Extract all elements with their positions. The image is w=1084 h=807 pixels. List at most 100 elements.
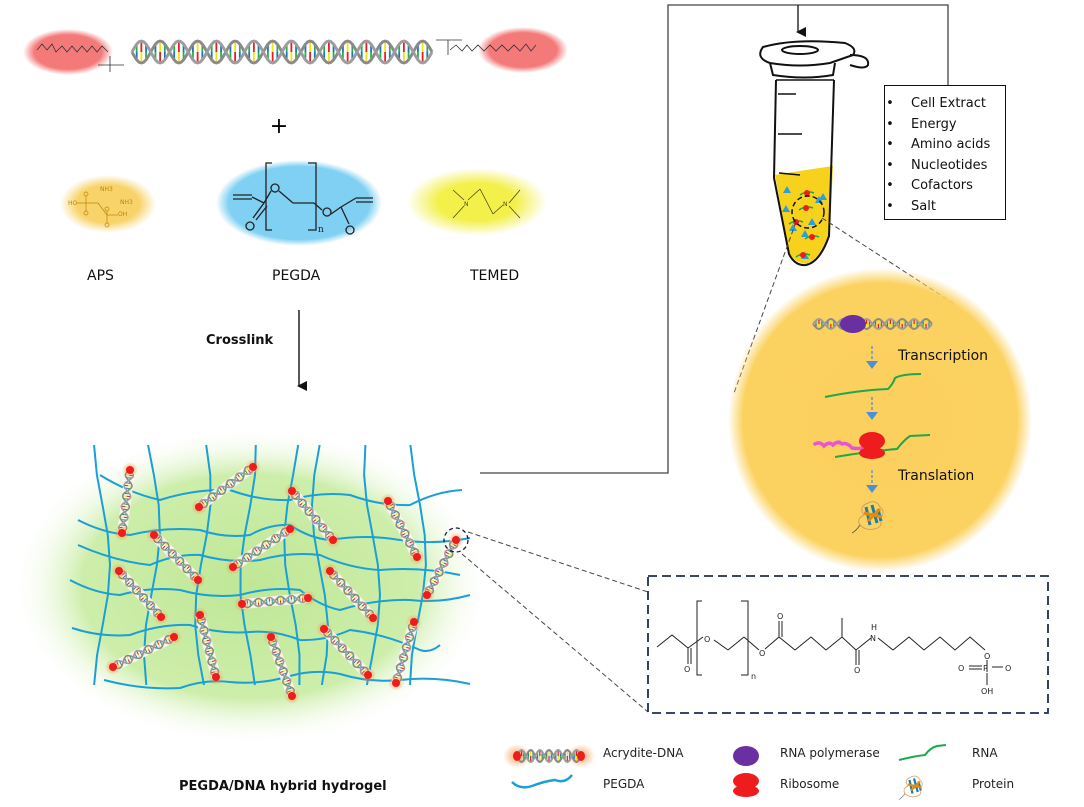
bullet-icon: •	[886, 96, 894, 111]
legend-pegda-icon	[511, 774, 573, 789]
atom-n: N	[870, 634, 876, 643]
atom-oh: OH	[981, 687, 993, 696]
atom-o-7: O	[958, 664, 964, 673]
dna-end-dot	[410, 618, 418, 626]
chemical-structure-box	[647, 575, 1049, 714]
bullet-icon: •	[886, 137, 894, 152]
translation-rna	[834, 434, 931, 458]
zoom-line-lower	[461, 553, 649, 713]
dna-end-dot	[288, 487, 296, 495]
dna-end-dot	[170, 633, 178, 641]
pegda-strand	[310, 444, 329, 686]
atom-o-1: O	[684, 665, 690, 674]
acrydite-dna-link	[263, 629, 300, 704]
pegda-strand	[99, 474, 463, 507]
pegda-strand	[363, 444, 382, 686]
component-label: Nucleotides	[911, 157, 988, 173]
ribosome-particle	[809, 234, 815, 240]
step-translation: Translation	[898, 468, 975, 484]
protein-coil	[903, 775, 923, 798]
dna-helix	[196, 614, 220, 678]
aps-nh3-1: NH3	[100, 186, 113, 193]
pegda-strand	[194, 444, 212, 686]
acrydite-end-left	[23, 29, 113, 75]
rna-strand	[824, 373, 922, 398]
acrydite-dna-molecule	[23, 27, 568, 75]
legend-label-pegda: PEGDA	[603, 777, 645, 791]
cell-free-bubble	[728, 268, 1032, 572]
reagent-label-aps: APS	[87, 268, 114, 284]
hydrogel-label: PEGDA/DNA hybrid hydrogel	[179, 779, 387, 794]
atom-h: H	[871, 623, 877, 632]
dna-end-dot	[329, 536, 337, 544]
temed-n-1: N	[464, 201, 469, 208]
dna-end-dot	[238, 600, 246, 608]
acrydite-chain-left	[36, 43, 124, 72]
temed-molecule: N N	[407, 168, 547, 236]
protein-helix	[907, 780, 922, 792]
acrydite-dna-link	[284, 483, 341, 548]
dna-end-dot	[150, 531, 158, 539]
dna-end-dot	[195, 503, 203, 511]
dna-end-dot	[126, 466, 134, 474]
component-item: •Energy	[885, 115, 1005, 136]
atom-o-4: O	[777, 612, 783, 621]
protein-icon	[851, 501, 884, 534]
dna-helix	[117, 570, 163, 618]
dna-end-dot	[413, 553, 421, 561]
acrydite-dna-link	[146, 527, 206, 588]
ribosome-particle	[800, 252, 806, 258]
acrydite-dna-link	[419, 532, 464, 603]
dna-helix	[130, 39, 434, 65]
acrydite-dna-link	[225, 521, 298, 575]
acrydite-dna-link	[191, 459, 261, 515]
component-item: •Amino acids	[885, 135, 1005, 156]
plus-sign: +	[270, 114, 288, 139]
acrydite-dna-link	[105, 629, 182, 675]
protein-tail	[851, 524, 861, 534]
acrydite-dna-link	[111, 563, 169, 625]
zoom-line-upper	[467, 531, 649, 593]
acrydite-dna-link	[380, 493, 425, 565]
dna-end-dot	[392, 679, 400, 687]
dna-end-dot	[194, 576, 202, 584]
ribosome	[859, 432, 885, 459]
protein-tail	[898, 793, 906, 800]
acrydite-chain-right	[436, 39, 537, 55]
pegda-molecule: n	[216, 160, 382, 246]
dna-end-dot	[423, 591, 431, 599]
legend-label-ribosome: Ribosome	[780, 777, 840, 791]
component-label: Cell Extract	[911, 96, 986, 111]
step-transcription: Transcription	[898, 348, 989, 364]
triangle-particle	[789, 224, 797, 231]
dna-helix	[241, 593, 309, 609]
dna-end-dot	[326, 567, 334, 575]
component-item: •Salt	[885, 197, 1005, 218]
dna-end-dot	[384, 497, 392, 505]
reagent-label-pegda: PEGDA	[272, 268, 321, 284]
legend-label-acrydite-dna: Acrydite-DNA	[603, 746, 684, 760]
legend-acrydite-dna-icon	[503, 744, 595, 768]
dna-end-dot	[452, 536, 460, 544]
atom-o-2: O	[704, 635, 710, 644]
legend-ribosome-icon	[733, 773, 759, 797]
dna-helix	[232, 527, 291, 569]
zoom-circle-hydrogel	[443, 527, 469, 553]
triangle-particle	[783, 186, 791, 193]
atom-p: P	[983, 664, 988, 673]
acrydite-dna-crosslinks	[105, 459, 464, 704]
acrydite-dna-link	[114, 462, 138, 541]
dna-end-dot	[513, 751, 521, 761]
dna-end-dot	[229, 563, 237, 571]
ribosome-particle	[804, 190, 810, 196]
aps-molecule: NH3 NH3 HO OH	[60, 175, 156, 233]
dna-end-dot	[364, 671, 372, 679]
component-label: Cofactors	[911, 178, 973, 193]
acrydite-dna-link	[192, 607, 224, 685]
dna-end-dot	[249, 463, 257, 471]
legend-label-rna-polymerase: RNA polymerase	[780, 746, 880, 760]
bullet-icon: •	[886, 198, 894, 214]
dna-end-dot	[157, 613, 165, 621]
triangle-particle	[801, 230, 809, 237]
